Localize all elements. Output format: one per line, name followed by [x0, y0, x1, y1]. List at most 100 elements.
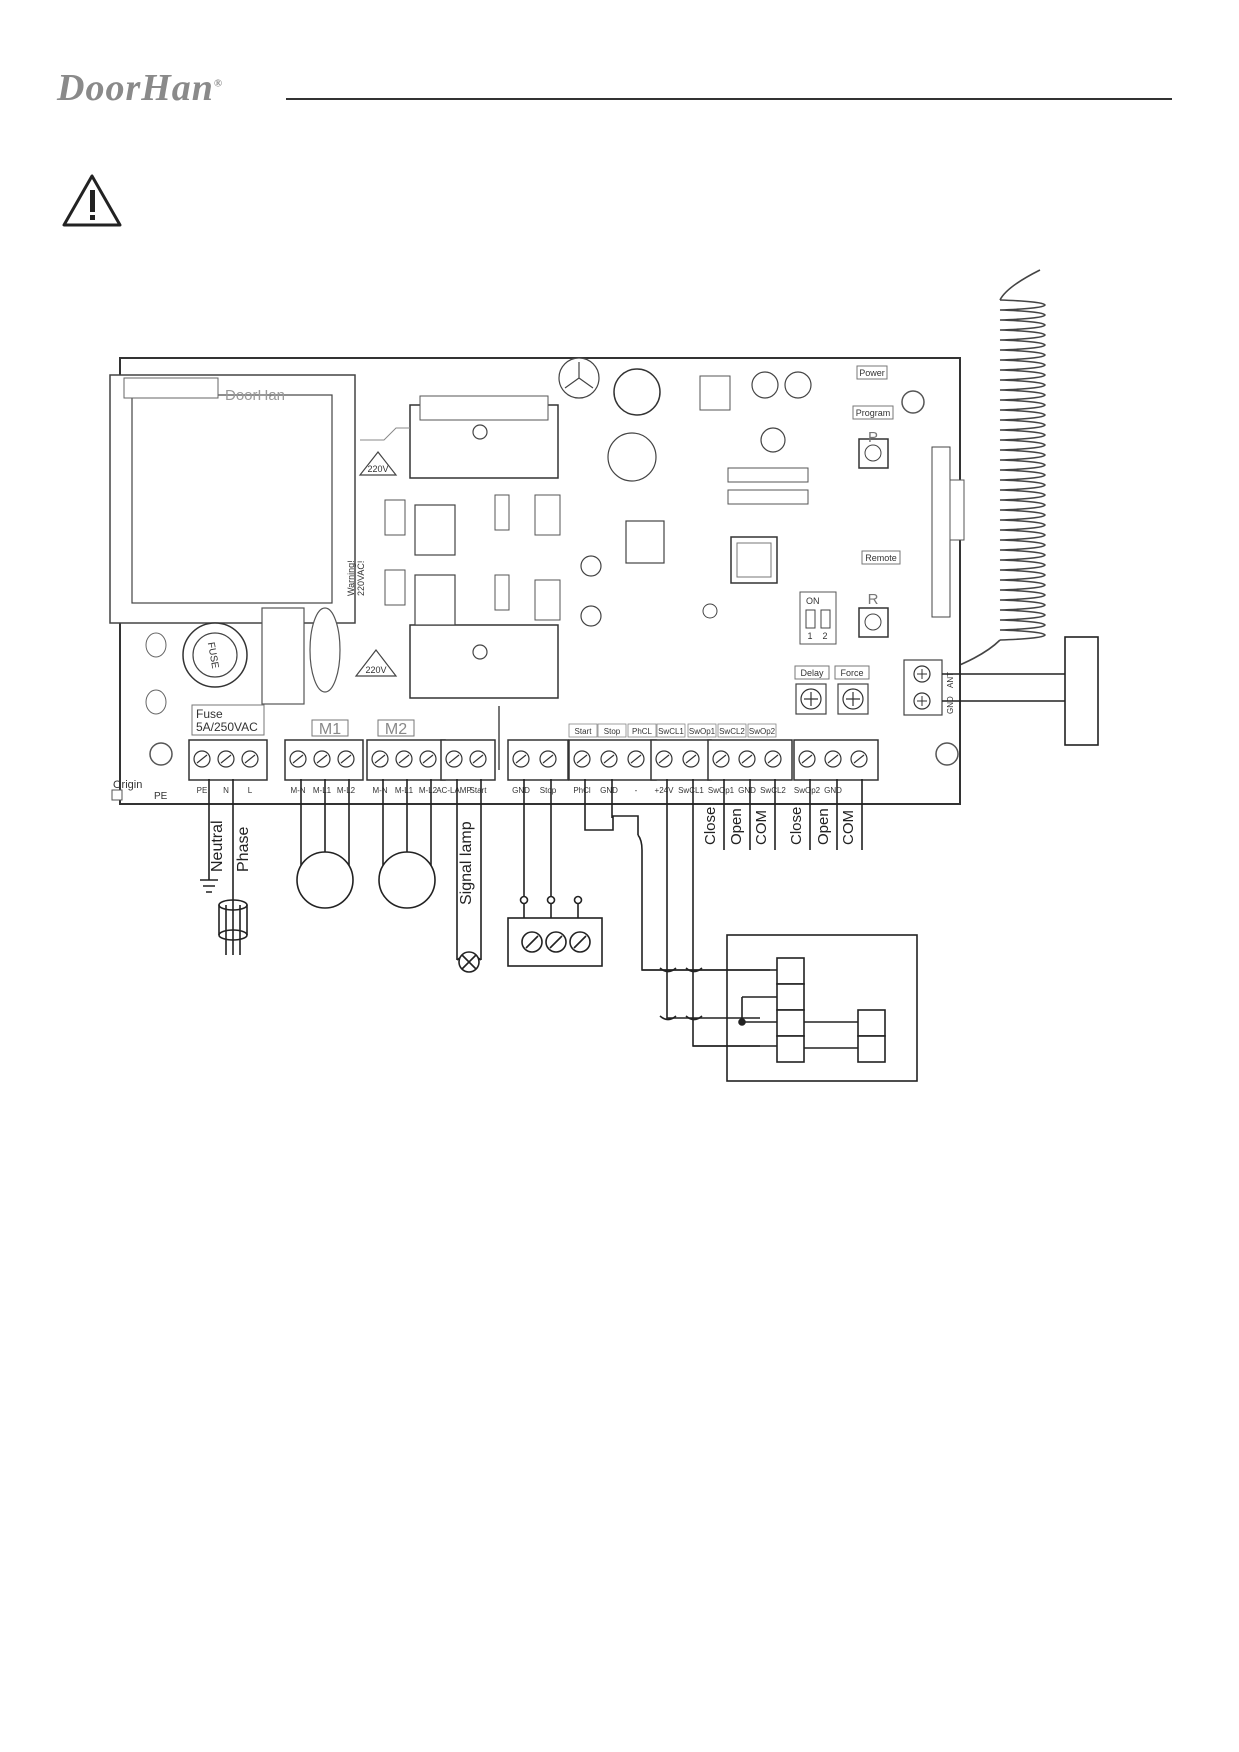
fuse-label: Fuse	[196, 707, 223, 721]
screw-slot	[220, 754, 232, 764]
screw-slot	[715, 754, 727, 764]
wiring-labels: Neutral Phase Signal lamp	[209, 820, 475, 905]
upper-label-box	[687, 723, 717, 738]
screw-slot	[630, 754, 642, 764]
board-brand-faint: DoorHan	[225, 387, 285, 404]
limit-label: Close	[788, 807, 805, 845]
upper-terminal-label: SwOp1	[689, 727, 716, 736]
terminal-label: -	[635, 786, 638, 795]
doorhan-logo: DoorHan®	[57, 66, 223, 110]
terminal-label: SwOp2	[794, 786, 821, 795]
terminal-label: PE	[197, 786, 208, 795]
terminal-label: M-L1	[395, 786, 414, 795]
antenna-coil	[947, 269, 1046, 671]
screw-slot	[767, 754, 779, 764]
upper-terminal-label: SwOp2	[749, 727, 776, 736]
ant-side-label: ANT	[946, 672, 955, 688]
upper-label-box	[568, 723, 598, 738]
terminal-label: GND	[512, 786, 530, 795]
screw-slot	[398, 754, 410, 764]
upper-label-box	[597, 723, 627, 738]
header-rule	[286, 98, 1172, 100]
remote-label: Remote	[865, 553, 897, 563]
terminal-label: Stop	[540, 786, 557, 795]
terminal-label: PhCl	[573, 786, 591, 795]
screw-slot	[685, 754, 697, 764]
dip-2-label: 2	[822, 631, 827, 641]
screw-slot	[827, 754, 839, 764]
terminal-label: N	[223, 786, 229, 795]
control-board: DoorHan FUSE Fuse 5A/250VAC Origin PE 22…	[109, 357, 965, 805]
limit-label: Open	[815, 808, 832, 845]
screw-slot	[853, 754, 865, 764]
screw-slot	[741, 754, 753, 764]
power-label: Power	[859, 368, 885, 378]
dip-1-label: 1	[807, 631, 812, 641]
terminal-label: GND	[824, 786, 842, 795]
terminal-label: GND	[600, 786, 618, 795]
screw-slot	[422, 754, 434, 764]
screw-slot	[801, 754, 813, 764]
warning-220v-a: 220V	[358, 451, 398, 476]
terminal-blocks	[188, 739, 879, 781]
force-potentiometer[interactable]	[837, 683, 869, 715]
p-button-label: P	[868, 429, 878, 446]
phase-label: Phase	[235, 827, 252, 872]
v220-a: 220V	[367, 464, 388, 474]
m1-label: M1	[319, 721, 341, 738]
upper-terminal-label: Stop	[604, 727, 621, 736]
external-wiring	[200, 636, 1099, 1082]
screw-slot	[244, 754, 256, 764]
screw-slot	[316, 754, 328, 764]
screw-slot	[340, 754, 352, 764]
fuse-text: FUSE	[205, 641, 221, 669]
neutral-label: Neutral	[209, 820, 226, 872]
fuse-rating: 5A/250VAC	[196, 720, 258, 734]
screw-slot	[658, 754, 670, 764]
screw-slot	[292, 754, 304, 764]
terminal-label: SwOp1	[708, 786, 735, 795]
warning-text-1: Warning!	[346, 560, 356, 596]
upper-terminal-label: Start	[575, 727, 593, 736]
v220-b: 220V	[365, 665, 386, 675]
terminal-label: Start	[470, 786, 488, 795]
warning-text-2: 220VAC!	[356, 561, 366, 596]
upper-terminal-label: SwCL1	[658, 727, 684, 736]
warning-icon	[62, 174, 122, 227]
delay-label: Delay	[800, 668, 824, 678]
upper-label-box	[627, 723, 657, 738]
screw-slot	[448, 754, 460, 764]
limit-label: COM	[840, 810, 857, 845]
limit-label: Open	[728, 808, 745, 845]
pe-label: PE	[154, 791, 168, 802]
screw-slot	[603, 754, 615, 764]
m2-label: M2	[385, 721, 407, 738]
registered-mark: ®	[213, 77, 224, 90]
terminal-label: M-N	[290, 786, 305, 795]
r-button-label: R	[868, 591, 879, 608]
terminal-label: M-L2	[419, 786, 438, 795]
origin-label: Origin	[113, 779, 142, 791]
force-label: Force	[840, 668, 863, 678]
signal-lamp-label: Signal lamp	[458, 821, 475, 905]
upper-label-box	[656, 723, 686, 738]
terminal-label: SwCL2	[760, 786, 786, 795]
screw-slot	[472, 754, 484, 764]
terminal-label: L	[248, 786, 253, 795]
dip-on-label: ON	[806, 596, 820, 606]
upper-terminal-label: SwCL2	[719, 727, 745, 736]
limit-label: COM	[753, 810, 770, 845]
terminal-label: M-L1	[313, 786, 332, 795]
logo-text: DoorHan	[57, 67, 214, 109]
terminal-label: AC-LAMP	[436, 786, 472, 795]
gnd-side-label: GND	[946, 696, 955, 714]
warning-220v-b: 220V	[354, 649, 398, 677]
terminal-label: M-L2	[337, 786, 356, 795]
screw-slot	[374, 754, 386, 764]
delay-potentiometer[interactable]	[795, 683, 827, 715]
terminal-label: M-N	[372, 786, 387, 795]
upper-label-box	[717, 723, 747, 738]
